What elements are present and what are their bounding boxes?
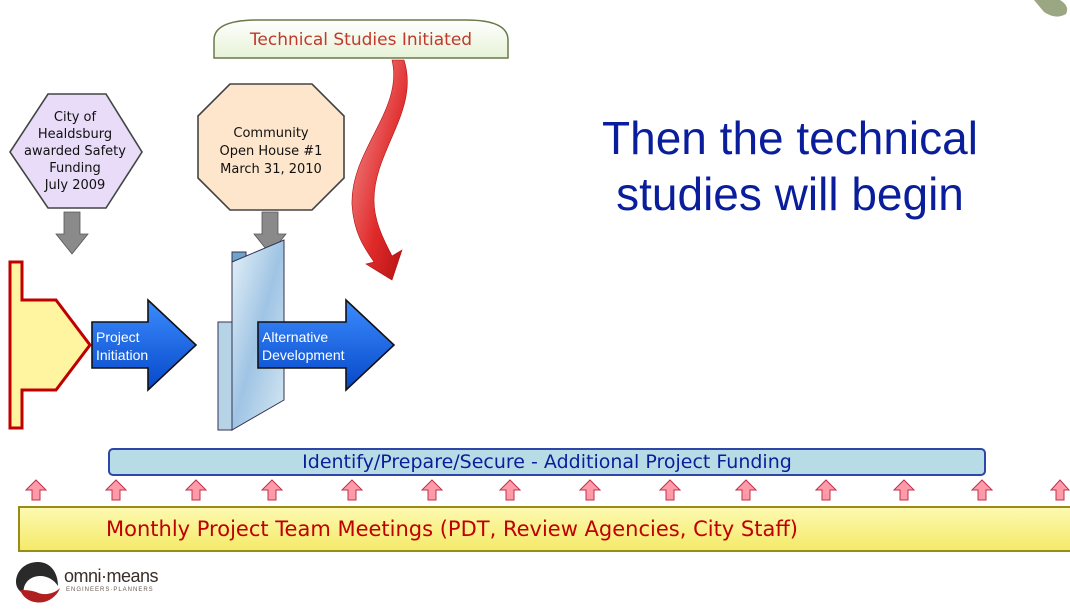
up-arrow-icon [260, 479, 284, 501]
corner-decoration [1034, 0, 1068, 17]
hexagon-shape [9, 93, 143, 209]
up-arrow-icon [340, 479, 364, 501]
glass-pane-front [217, 321, 233, 431]
octagon-line: March 31, 2010 [220, 162, 322, 177]
up-arrow-icon [814, 479, 838, 501]
octagon-label: Community Open House #1 March 31, 2010 [198, 104, 344, 200]
meetings-bar: Monthly Project Team Meetings (PDT, Revi… [18, 506, 1070, 552]
omni-means-logo-icon [16, 562, 60, 603]
project-initiation-arrow-shape [91, 298, 198, 392]
alternative-development-arrow-shape [257, 298, 396, 392]
arrow-label-line: Project [96, 329, 140, 345]
hexagon-line: July 2009 [44, 177, 106, 193]
up-arrow-icon [970, 479, 994, 501]
up-arrow-icon [1049, 479, 1070, 501]
red-curved-arrow [351, 59, 408, 281]
logo-name: omni·means [64, 566, 159, 586]
up-arrow-icon [734, 479, 758, 501]
octagon-line: Open House #1 [219, 144, 323, 159]
up-arrow-icon [658, 479, 682, 501]
down-arrow-gray [55, 211, 89, 255]
up-arrow-icon [24, 479, 48, 501]
alternative-development-label: Alternative Development [262, 328, 345, 364]
heading-line: studies will begin [616, 168, 964, 220]
callout-bubble [213, 19, 509, 59]
hexagon-line: Healdsburg [37, 126, 113, 142]
up-arrows-row [24, 479, 1070, 501]
start-bracket-shape [8, 260, 92, 430]
up-arrow-icon [892, 479, 916, 501]
heading-line: Then the technical [602, 112, 978, 164]
octagon-shape [197, 83, 345, 211]
up-arrow-icon [578, 479, 602, 501]
hexagon-label: City of Healdsburg awarded Safety Fundin… [8, 96, 142, 206]
up-arrow-icon [104, 479, 128, 501]
up-arrow-icon [420, 479, 444, 501]
octagon-line: Community [233, 126, 309, 141]
arrow-label-line: Initiation [96, 347, 149, 363]
hexagon-line: awarded Safety [24, 143, 126, 159]
up-arrow-icon [498, 479, 522, 501]
slide-heading: Then the technical studies will begin [520, 110, 1060, 222]
up-arrow-icon [184, 479, 208, 501]
funding-bar: Identify/Prepare/Secure - Additional Pro… [108, 448, 986, 476]
callout-label: Technical Studies Initiated [249, 30, 473, 50]
logo-tagline: ENGINEERS·PLANNERS [66, 587, 154, 593]
hexagon-line: City of [53, 109, 97, 125]
arrow-label-line: Alternative [262, 329, 329, 345]
hexagon-line: Funding [49, 160, 101, 176]
arrow-label-line: Development [262, 347, 345, 363]
project-initiation-label: Project Initiation [96, 328, 148, 364]
